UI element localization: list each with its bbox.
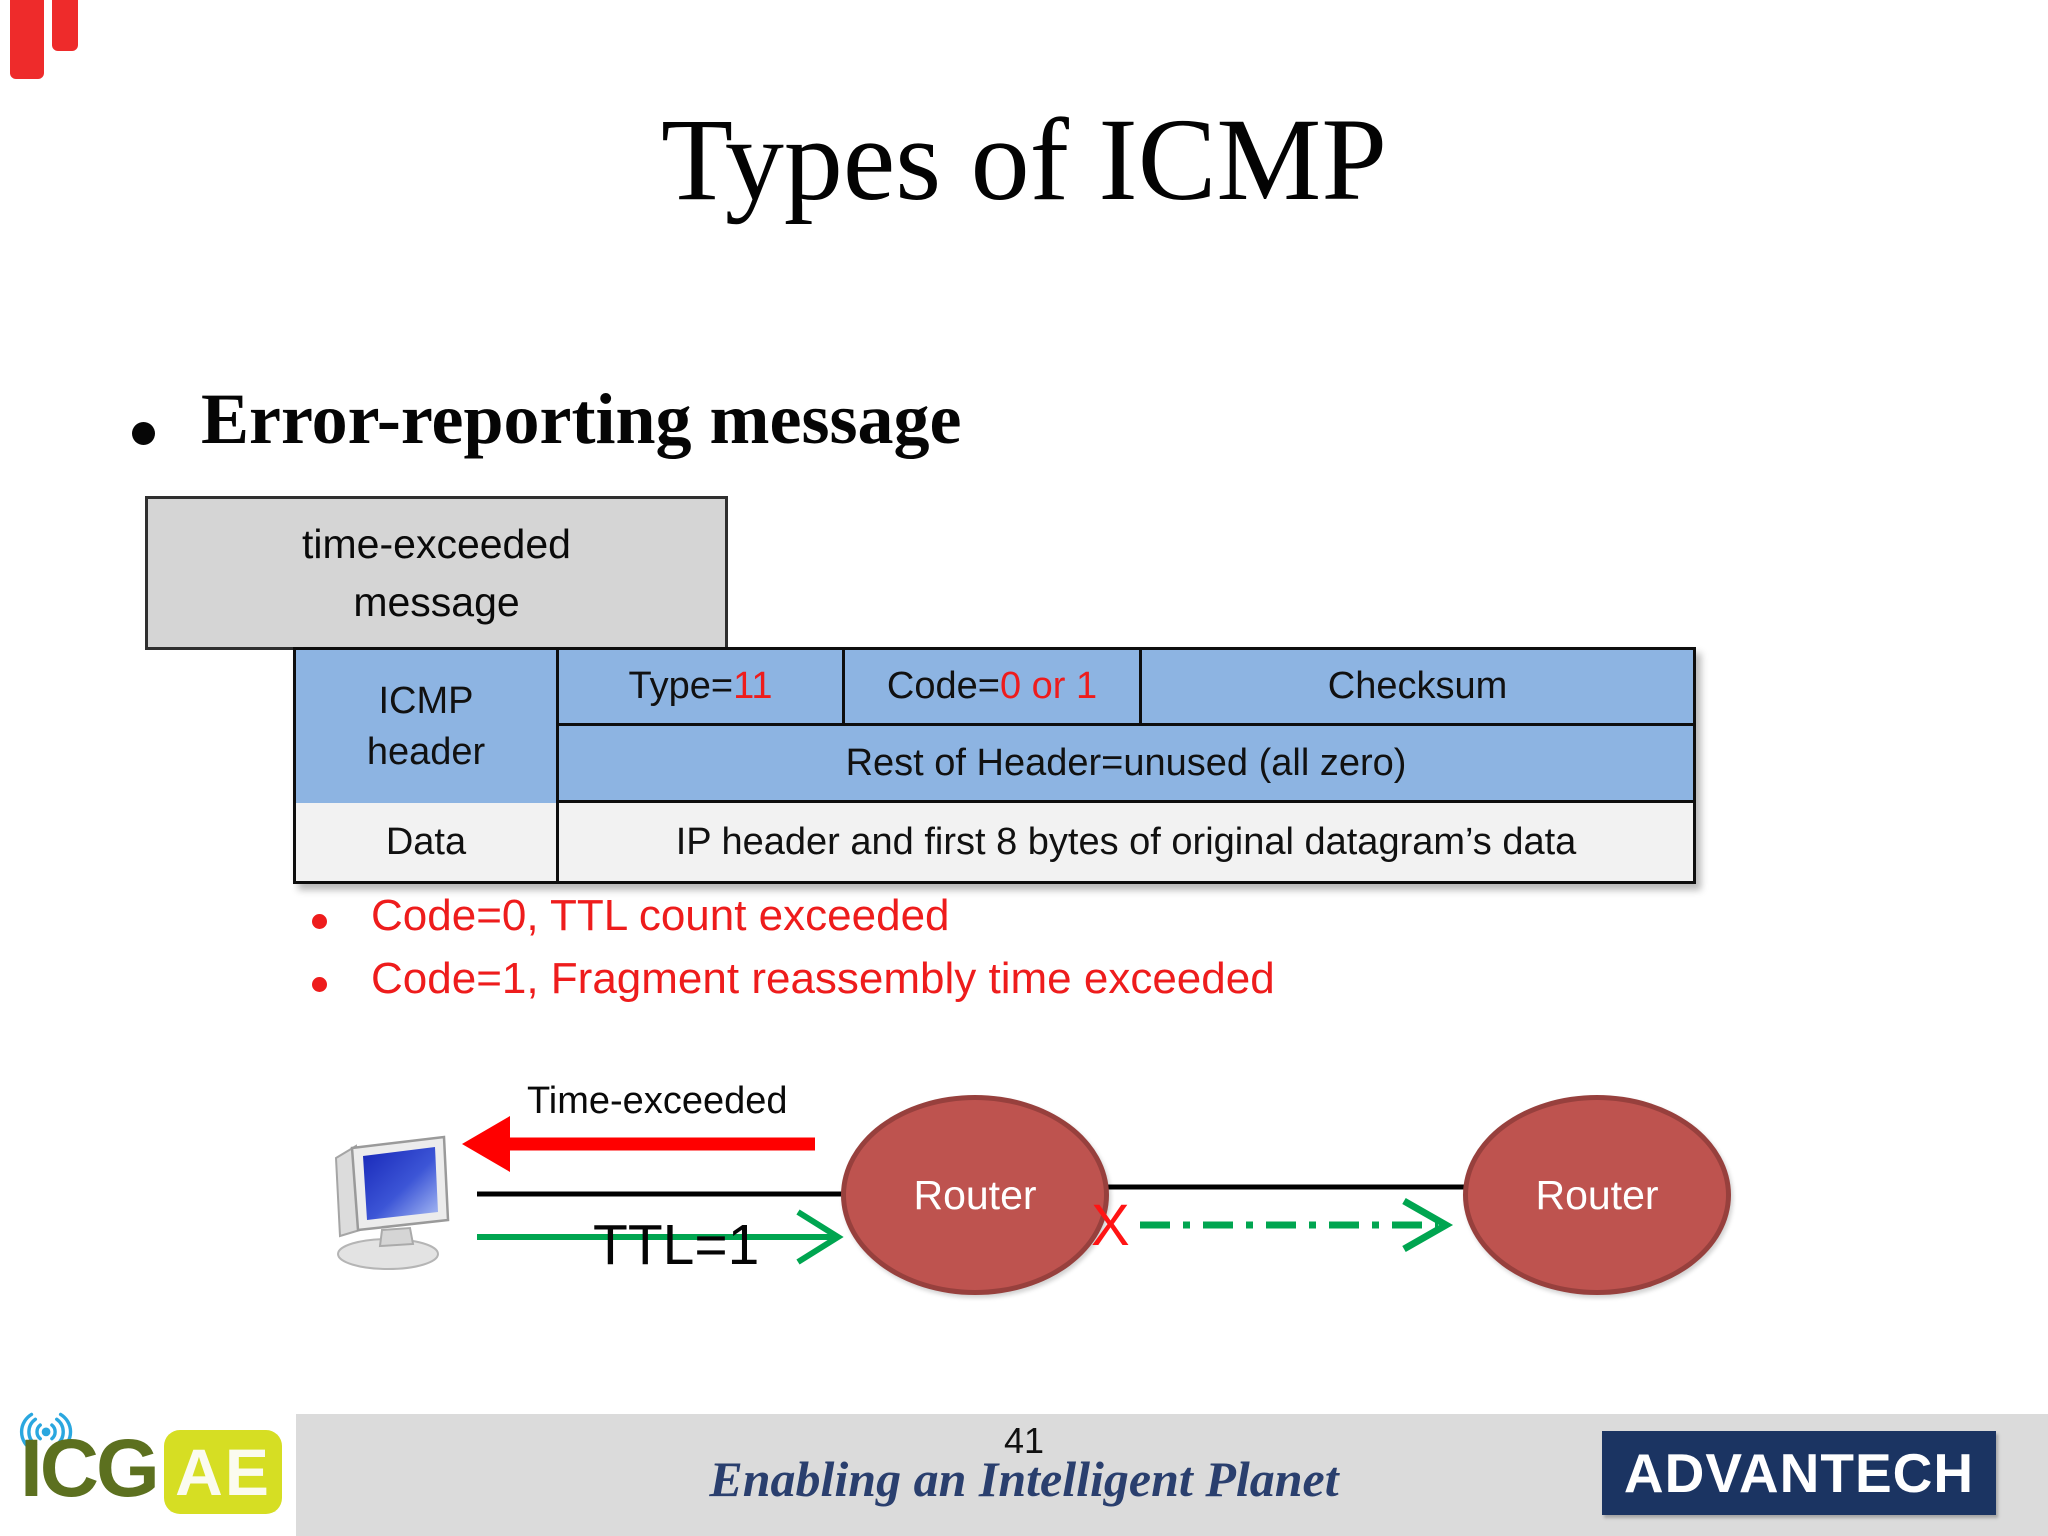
table-cell-rest-of-header: Rest of Header=unused (all zero) [559,726,1693,803]
table-cell-data-label: Data [296,803,559,881]
page-title: Types of ICMP [661,94,1387,225]
icmp-header-table: ICMP header Type=11 Code=0 or 1 Checksum… [293,647,1696,884]
ae-reflection-badge: AE [164,1508,282,1512]
table-cell-checksum: Checksum [1142,650,1693,726]
code-value: 0 or 1 [999,665,1098,707]
code-note-1: Code=1, Fragment reassembly time exceede… [371,954,1275,1004]
router1-node: Router [841,1095,1109,1295]
list-item: Code=1, Fragment reassembly time exceede… [312,954,1275,1004]
code-notes-list: Code=0, TTL count exceeded Code=1, Fragm… [312,891,1275,1004]
time-exceeded-message-box: time-exceeded message [145,496,728,650]
table-cell-data-desc: IP header and first 8 bytes of original … [559,803,1693,881]
code-note-0: Code=0, TTL count exceeded [371,891,950,940]
wireless-signal-icon [19,1412,73,1452]
computer-icon [334,1135,450,1270]
network-diagram [462,1116,1466,1265]
code-label: Code= [886,665,1000,707]
page-number: 41 [1003,1420,1045,1461]
main-bullet: Error-reporting message [132,379,962,459]
icg-logo-reflection: ICG AE [8,1486,293,1512]
list-item: Code=0, TTL count exceeded [312,891,1275,940]
note-box-line2: message [353,579,520,625]
time-exceeded-label: Time-exceeded [527,1080,788,1122]
green-dashdot-arrowhead-icon [1402,1197,1454,1253]
red-bullet-dot [312,914,327,929]
corner-red-bar-small-icon [52,0,78,51]
table-cell-code: Code=0 or 1 [845,650,1142,726]
type-label: Type= [628,665,734,707]
icmp-label-line1: ICMP [378,680,474,723]
icg-reflection-text: ICG [20,1506,157,1512]
green-ttl-arrowhead-icon [796,1209,844,1265]
icg-logo-text: ICG [20,1423,160,1514]
ae-badge: AE [164,1430,282,1514]
type-value: 11 [733,665,773,707]
ttl-label: TTL=1 [593,1213,760,1277]
icg-ae-logo: ICG AE ICG AE [8,1400,293,1536]
corner-red-bar-icon [10,0,44,79]
red-bullet-dot [312,977,327,993]
dropped-packet-x-mark: X [1091,1193,1130,1258]
table-cell-icmp-header: ICMP header [296,650,559,803]
bullet-dot [132,422,155,445]
main-bullet-label: Error-reporting message [201,379,962,459]
red-left-arrowhead-icon [462,1116,510,1172]
advantech-logo: ADVANTECH [1602,1431,1996,1515]
router2-node: Router [1463,1095,1731,1295]
icmp-label-line2: header [366,730,486,773]
note-box-line1: time-exceeded [302,520,571,567]
table-cell-type: Type=11 [559,650,845,726]
footer-tagline: Enabling an Intelligent Planet [709,1451,1339,1507]
